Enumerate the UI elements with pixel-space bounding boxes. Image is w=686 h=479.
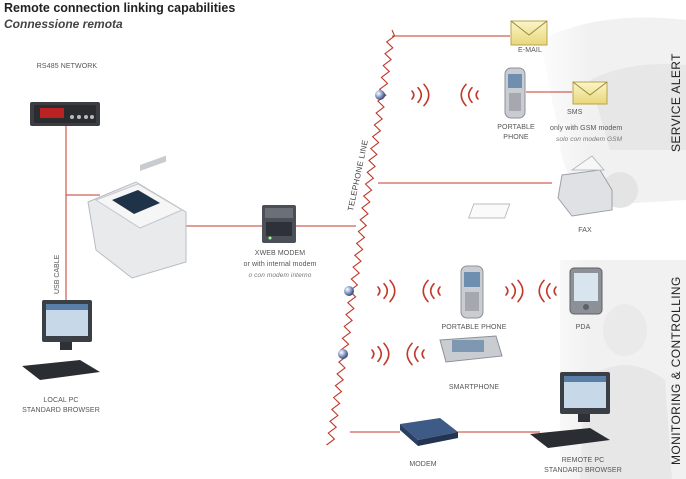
node-sphere-bottom — [338, 349, 348, 359]
rs485-controller-icon — [30, 102, 100, 126]
portable-phone-top-label-2: PHONE — [503, 134, 529, 141]
wave-arc — [389, 279, 396, 303]
wave-arc — [411, 90, 415, 100]
email-label: E-MAIL — [518, 47, 542, 54]
portable-phone-top-icon — [504, 67, 526, 119]
portable-phone-mid-icon — [460, 265, 484, 319]
modem-label: MODEM — [409, 461, 437, 468]
wireless-waves — [371, 83, 557, 366]
pda-label: PDA — [575, 324, 591, 331]
connection-lines — [65, 35, 572, 433]
internal-modem-label: or with internal modem — [243, 261, 317, 268]
wave-arc — [417, 86, 423, 104]
smartphone-label: SMARTPHONE — [448, 384, 500, 391]
wave-arc — [553, 286, 557, 296]
local-pc-label-2: STANDARD BROWSER — [22, 407, 100, 414]
portable-phone-mid-label: PORTABLE PHONE — [441, 324, 507, 331]
remote-pc-icon — [530, 372, 610, 448]
telephone-line — [326, 29, 396, 446]
wave-arc — [377, 286, 381, 296]
sms-envelope-icon — [572, 81, 608, 105]
wave-arc — [413, 345, 419, 363]
sms-note-label: only with GSM modem — [550, 125, 623, 132]
modem-icon — [400, 418, 458, 446]
portable-phone-top-label-1: PORTABLE — [497, 124, 535, 131]
page-title: Remote connection linking capabilities — [4, 1, 236, 15]
monitoring-controlling-label: MONITORING & CONTROLLING — [669, 276, 683, 465]
smartphone-icon — [439, 335, 503, 363]
wave-arc — [475, 90, 479, 100]
wave-arc — [371, 349, 375, 359]
node-sphere-top — [375, 90, 385, 100]
wave-arc — [383, 342, 390, 366]
sms-note-label-it: solo con modem GSM — [556, 136, 623, 143]
wave-arc — [505, 286, 509, 296]
wave-arc — [467, 86, 473, 104]
local-pc-icon — [22, 300, 100, 380]
xweb-modem-label: XWEB MODEM — [254, 250, 306, 257]
internal-modem-label-it: o con modem interno — [248, 272, 312, 279]
pda-icon — [569, 267, 603, 315]
fax-machine-icon — [467, 155, 613, 219]
page-subtitle: Connessione remota — [4, 17, 123, 31]
email-envelope-icon — [510, 20, 548, 46]
fax-label: FAX — [578, 227, 592, 234]
wave-arc — [545, 282, 551, 300]
wave-arc — [383, 282, 389, 300]
local-pc-label-1: LOCAL PC — [43, 397, 79, 404]
remote-pc-label-1: REMOTE PC — [561, 457, 605, 464]
wave-arc — [406, 342, 413, 366]
wave-arc — [517, 279, 524, 303]
remote-pc-label-2: STANDARD BROWSER — [544, 467, 622, 474]
node-sphere-mid — [344, 286, 354, 296]
wave-arc — [423, 83, 430, 107]
wave-arc — [377, 345, 383, 363]
wave-arc — [437, 286, 441, 296]
wave-arc — [538, 279, 545, 303]
wave-arc — [460, 83, 467, 107]
service-alert-label: SERVICE ALERT — [669, 53, 683, 152]
wave-arc — [421, 349, 425, 359]
wave-arc — [511, 282, 517, 300]
rs485-network-label: RS485 NETWORK — [36, 63, 98, 70]
usb-cable-label: USB CABLE — [54, 254, 61, 294]
xweb-server-icon — [87, 155, 187, 279]
sms-label: SMS — [567, 109, 583, 116]
wave-arc — [429, 282, 435, 300]
wave-arc — [422, 279, 429, 303]
xweb-modem-icon — [262, 205, 296, 243]
